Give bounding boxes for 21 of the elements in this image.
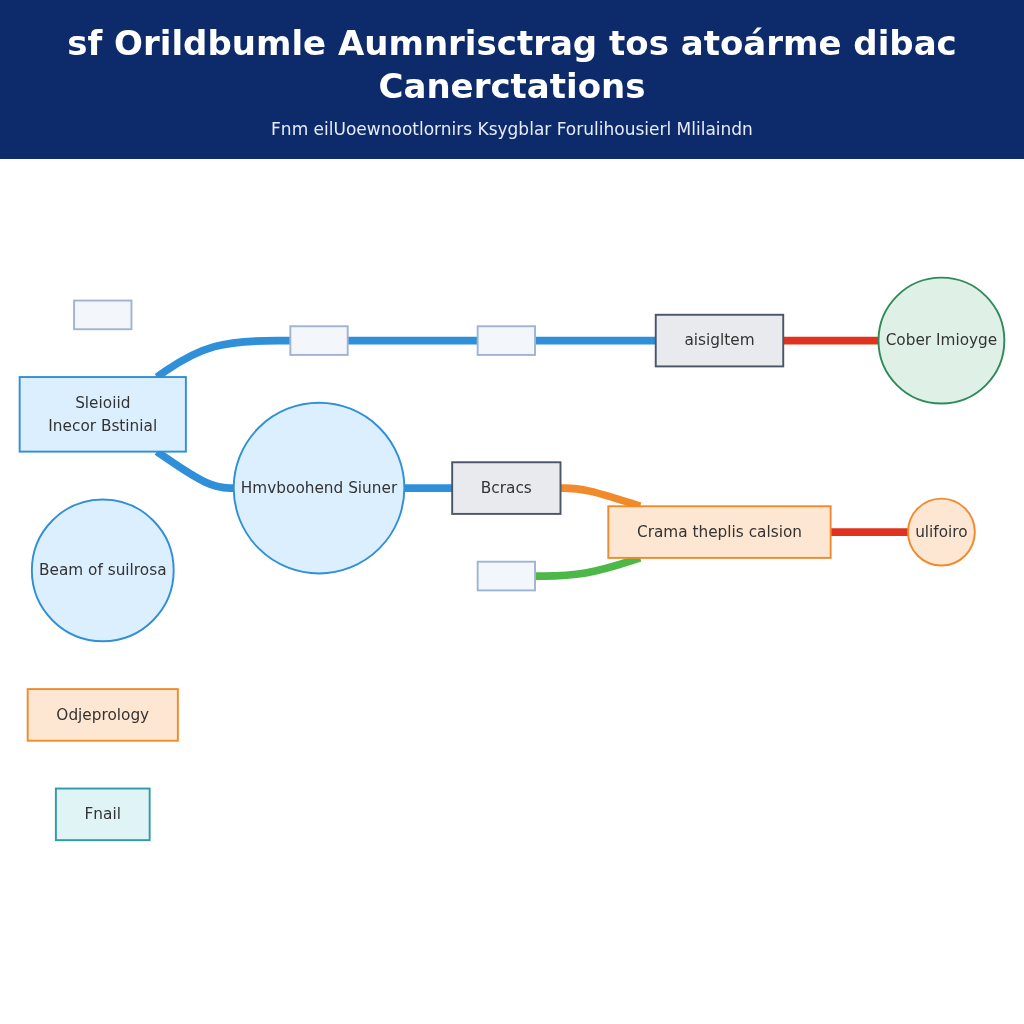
node-box: Bcracs	[451, 461, 562, 515]
node-circle: ulifoiro	[907, 497, 976, 567]
node-box: Fnail	[54, 787, 151, 842]
node-box	[476, 560, 536, 592]
node-box	[476, 325, 536, 356]
connector	[535, 336, 656, 345]
connector	[404, 484, 453, 492]
node-box: Odjeprology	[26, 688, 179, 742]
subtitle: Fnm eilUoewnootlornirs Ksygblar Forulihousierl Mlilaindn	[271, 119, 753, 139]
connector	[830, 528, 908, 536]
node-box	[73, 299, 133, 331]
node-box: aisigltem	[654, 313, 785, 368]
node-box: Sleioiid Inecor Bstinial	[18, 376, 187, 453]
node-box: Crama theplis calsion	[607, 505, 832, 559]
connector	[347, 336, 478, 345]
title: sf Orildbumle Aumnrisctrag tos atoárme dibac Canerctations	[66, 22, 958, 107]
node-circle: Hmvboohend Siuner	[232, 401, 406, 575]
node-circle: Cober Imioyge	[877, 276, 1006, 405]
node-circle: Beam of suilrosa	[30, 498, 175, 643]
node-box	[289, 325, 349, 356]
connector	[783, 336, 879, 345]
